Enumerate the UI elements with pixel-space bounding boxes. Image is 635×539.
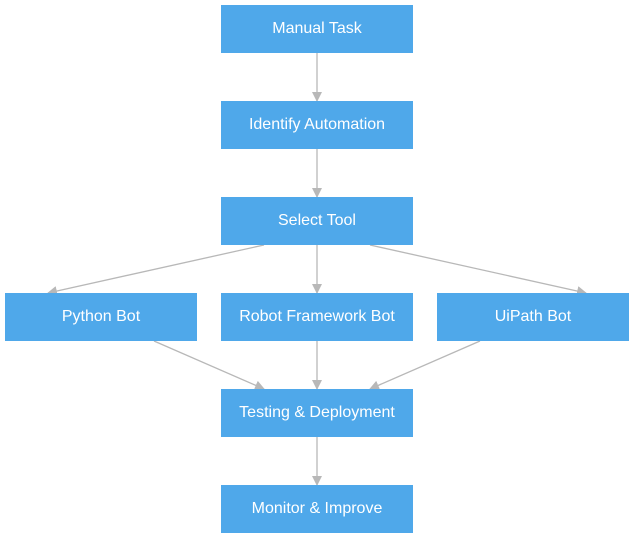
node-label: Select Tool [278, 212, 356, 229]
node-manual-task: Manual Task [221, 5, 413, 53]
node-label: Monitor & Improve [251, 500, 383, 517]
node-testing-deployment: Testing & Deployment [221, 389, 413, 437]
node-uipath-bot: UiPath Bot [437, 293, 629, 341]
node-label: UiPath Bot [494, 308, 572, 325]
node-label: Testing & Deployment [239, 404, 395, 421]
node-robot-framework-bot: Robot Framework Bot [221, 293, 413, 341]
node-identify-automation: Identify Automation [221, 101, 413, 149]
node-label: Python Bot [61, 308, 141, 325]
node-select-tool: Select Tool [221, 197, 413, 245]
node-python-bot: Python Bot [5, 293, 197, 341]
edge-python-to-testing [153, 340, 265, 390]
node-label: Manual Task [272, 20, 362, 37]
node-monitor-improve: Monitor & Improve [221, 485, 413, 533]
edge-uipath-to-testing [369, 340, 481, 390]
edge-select-to-uipath [369, 244, 587, 296]
edge-select-to-python [47, 244, 265, 296]
node-label: Robot Framework Bot [239, 308, 395, 325]
node-label: Identify Automation [248, 116, 386, 133]
